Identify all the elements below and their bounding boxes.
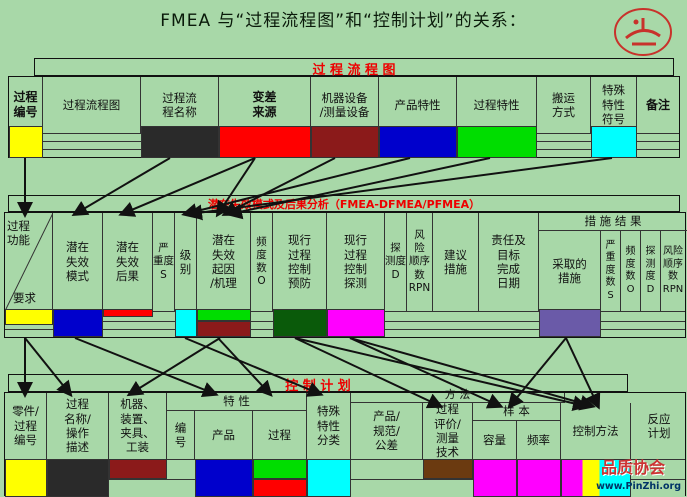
fmea-col-failure-mode: 潜在 失效 模式 [53, 213, 103, 311]
flow-col-product-char: 产品特性 [379, 77, 457, 133]
flow-swatch-darkred [311, 126, 379, 158]
cp-col-capacity: 容量 [473, 421, 517, 459]
cp-col-part-no: 零件/ 过程 编号 [5, 393, 47, 459]
cp-swatch-magenta-2 [517, 459, 561, 497]
fmea-swatch-cyan [175, 309, 197, 337]
cp-swatch-magenta-1 [473, 459, 517, 497]
flow-col-equipment: 机器设备 /测量设备 [311, 77, 379, 133]
arrow-flow-to-fmea-effect [118, 157, 256, 217]
arrow-flow-to-fmea-cause-3 [226, 157, 491, 220]
cp-col-special-class: 特殊 特性 分类 [307, 393, 351, 459]
cp-swatch-black [47, 459, 109, 497]
flow-col-process-name: 过程流 程名称 [141, 77, 219, 133]
cp-col-spec: 产品/ 规范/ 公差 [351, 403, 423, 459]
flow-swatch-yellow [9, 126, 43, 158]
cp-col-machine: 机器、 装置、 夹具、 工装 [109, 393, 167, 459]
cp-group-sample: 样 本 [473, 403, 561, 421]
fmea-col-result-detection: 探 测度 D [641, 231, 661, 311]
fmea-table: 过程 功能 要求 潜在 失效 模式 潜在 失效 后果 严 重度 S 级 别 潜在… [4, 212, 687, 338]
fmea-col-recommended-action: 建议 措施 [433, 213, 479, 311]
seal-logo-icon [614, 8, 672, 56]
arrow-fmea-to-cp-process [217, 337, 273, 397]
fmea-col-result-occurrence: 频 度 数 O [621, 231, 641, 311]
fmea-col-prevention: 现行 过程 控制 预防 [273, 213, 327, 311]
flow-swatch-black [141, 126, 219, 158]
cp-col-number: 编 号 [167, 411, 195, 459]
flow-swatch-cyan [591, 126, 637, 158]
cp-col-frequency: 频率 [517, 421, 561, 459]
flowchart-header: 过 程 流 程 图 [34, 58, 674, 78]
fmea-col-responsibility: 责任及 目标 完成 日期 [479, 213, 539, 311]
cp-swatch-multi [561, 459, 631, 497]
fmea-results-header: 措 施 结 果 [539, 213, 687, 231]
cp-col-control-method: 控制方法 [561, 403, 631, 459]
arrow-flow-to-fmea-class-2 [186, 157, 613, 221]
fmea-col-process-function: 过程 功能 要求 [5, 213, 53, 311]
cp-col-process-name: 过程 名称/ 操作 描述 [47, 393, 109, 459]
cp-col-process: 过程 [253, 411, 307, 459]
cp-swatch-yellow [5, 459, 47, 497]
flow-swatch-red [219, 126, 311, 158]
page-title: FMEA 与“过程流程图”和“控制计划”的关系： [160, 11, 527, 31]
arrow-fmea-to-cp-control-3 [565, 337, 601, 410]
fmea-col-result-rpn: 风险 顺序 数 RPN [662, 246, 684, 295]
fmea-col-class: 级 别 [175, 213, 197, 311]
fmea-col-cause: 潜在 失效 起因 /机理 [197, 213, 251, 311]
fmea-swatch-darkgreen [273, 309, 327, 337]
flowchart-table: 过程 编号 过程流程图 过程流 程名称 变差 来源 机器设备 /测量设备 产品特… [8, 76, 680, 158]
flow-col-handling: 搬运 方式 [537, 77, 591, 133]
fmea-swatch-green [197, 309, 251, 321]
fmea-swatch-purple [539, 309, 601, 337]
fmea-col-detection: 探 测度 D [385, 213, 407, 311]
fmea-col-action-taken: 采取的 措施 [539, 231, 601, 311]
cp-swatch-green [253, 459, 307, 479]
fmea-col-detection-control: 现行 过程 控制 探测 [327, 213, 385, 311]
cp-swatch-blue [195, 459, 253, 497]
fmea-swatch-blue [53, 309, 103, 337]
arrow-fmea-to-cp-sample [349, 337, 504, 409]
cp-swatch-darkred [109, 459, 167, 479]
arrow-flow-to-fmea-cause-2 [221, 157, 336, 216]
url-watermark: www.PinZhi.org [596, 481, 681, 492]
flow-col-process-no: 过程 编号 [9, 77, 43, 133]
arrow-fmea-to-cp-special [184, 337, 324, 397]
flow-col-special-symbol: 特殊 特性 符号 [591, 77, 637, 133]
arrow-flow-to-fmea-mode [71, 157, 171, 217]
arrow-fmea-to-cp-eval [294, 337, 444, 409]
cp-col-product: 产品 [195, 411, 253, 459]
fmea-col-failure-effect: 潜在 失效 后果 [103, 213, 153, 311]
fmea-swatch-yellow [5, 309, 53, 325]
fmea-swatch-darkred [197, 321, 251, 337]
flow-col-variation-source: 变差 来源 [219, 77, 311, 133]
arrow-fmea-to-cp-sample-2 [507, 337, 567, 410]
fmea-col-result-severity: 严 重度 数 S [601, 231, 621, 311]
arrow-fmea-to-cp-product [74, 337, 219, 397]
arrow-fmea-to-cp-control-1 [294, 337, 589, 412]
fmea-col-rpn: 风 险 顺序 数 RPN [407, 213, 433, 311]
fmea-col-occurrence: 频 度 数 O [251, 213, 273, 311]
arrow-flow-to-fmea-class [181, 157, 411, 219]
flow-col-process-char: 过程特性 [457, 77, 537, 133]
fmea-header: 潜在失效模式及后果分析（FMEA-DFMEA/PFMEA） [8, 195, 680, 212]
cp-col-reaction-plan: 反应 计划 [647, 411, 671, 440]
fmea-col-severity: 严 重度 S [153, 213, 175, 311]
cp-group-characteristics: 特 性 [167, 393, 307, 411]
flow-swatch-green [457, 126, 537, 158]
flow-col-flowchart: 过程流程图 [43, 77, 141, 133]
flow-col-remark: 备注 [645, 97, 670, 112]
cp-swatch-brown [423, 459, 473, 479]
arrow-fmea-to-cp-name [24, 337, 73, 398]
fmea-swatch-magenta [327, 309, 385, 337]
brand-watermark: 品质协会 [600, 458, 665, 477]
flow-swatch-blue [379, 126, 457, 158]
arrow-fmea-to-cp-control-2 [349, 337, 596, 411]
fmea-swatch-red [103, 309, 153, 317]
